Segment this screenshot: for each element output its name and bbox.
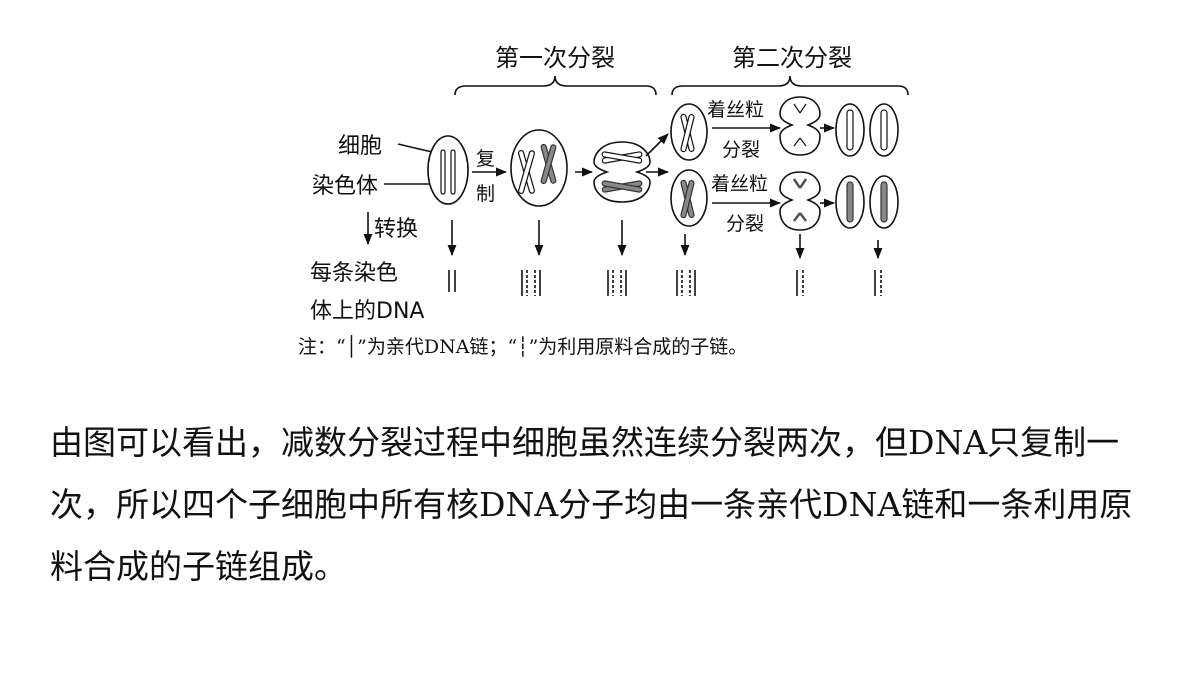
dna-label-line1: 每条染色	[310, 261, 398, 286]
dna-symbol-replicated-3	[676, 270, 696, 296]
explanation-text: 由图可以看出，减数分裂过程中细胞虽然连续分裂两次，但DNA只复制一次，所以四个子…	[50, 423, 1133, 586]
secondary-cell-bottom	[670, 169, 708, 227]
cell-label: 细胞	[338, 134, 382, 159]
original-cell	[427, 135, 469, 205]
daughter-cell-3	[835, 175, 865, 229]
dna-symbol-daughter-1	[796, 270, 804, 296]
daughter-cell-1	[835, 103, 865, 157]
second-division-header: 第二次分裂	[732, 44, 852, 72]
centromere-label-bottom-2: 分裂	[726, 213, 764, 235]
secondary-cell-top	[670, 103, 708, 161]
replicated-cell	[510, 129, 568, 207]
replicate-label-top: 复	[476, 148, 495, 170]
dna-symbol-replicated-1	[521, 270, 541, 296]
daughter-cell-2	[869, 103, 899, 157]
centromere-label-bottom-1: 分裂	[722, 139, 760, 161]
first-division-header: 第一次分裂	[495, 44, 615, 72]
daughter-cell-4	[869, 175, 899, 229]
legend-note: 注：“│”为亲代DNA链；“┆”为利用原料合成的子链。	[298, 335, 747, 358]
dna-label-line2: 体上的DNA	[310, 299, 424, 324]
first-division-cell	[593, 141, 651, 203]
centromere-label-top-2: 着丝粒	[711, 173, 768, 195]
convert-label: 转换	[374, 217, 418, 242]
meiosis-dna-diagram: 第一次分裂 第二次分裂 细胞 染色体 转换 每条染色 体上的DNA 复 制	[298, 44, 909, 358]
dividing-cell-bottom	[779, 171, 821, 231]
dna-symbol-replicated-2	[607, 270, 627, 296]
first-division-brace	[454, 75, 657, 96]
dividing-cell-top	[779, 96, 821, 156]
fork-arrow-top	[645, 133, 669, 157]
replicate-label-bottom: 制	[476, 183, 495, 205]
cell-pointer-line	[397, 143, 433, 153]
centromere-label-top-1: 着丝粒	[707, 99, 764, 121]
chromosome-label: 染色体	[312, 174, 378, 199]
second-division-brace	[671, 75, 909, 96]
dna-symbol-daughter-2	[874, 270, 882, 296]
dna-symbol-parent	[448, 270, 456, 292]
